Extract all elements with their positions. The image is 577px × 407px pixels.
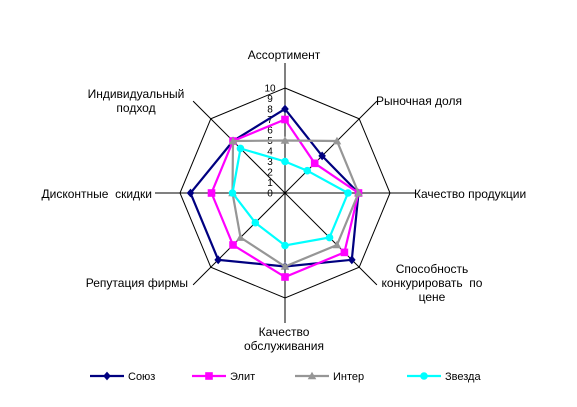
radar-tick-label: 1 xyxy=(267,178,273,189)
radar-tick-label: 4 xyxy=(267,147,273,158)
series-marker xyxy=(205,372,213,380)
series-line xyxy=(231,147,350,247)
axis-label-line: Репутация фирмы xyxy=(86,276,188,290)
series-marker xyxy=(344,189,352,197)
axis-label-line: цене xyxy=(419,290,446,304)
radar-tick-label: 9 xyxy=(267,94,273,105)
axis-label-1: Ассортимент xyxy=(248,48,321,62)
axis-label-2: Рыночная доля xyxy=(376,94,462,108)
axis-label-line: Рыночная доля xyxy=(376,94,462,108)
radar-tick-label: 7 xyxy=(267,115,273,126)
legend-item-1: Союз xyxy=(90,371,155,383)
axis-label-line: Ассортимент xyxy=(248,48,321,62)
series-marker xyxy=(281,241,289,250)
series-marker xyxy=(420,372,428,380)
axis-label-3: Качество продукции xyxy=(414,187,526,201)
series-marker xyxy=(228,189,237,197)
series-marker xyxy=(307,371,317,380)
series-marker xyxy=(281,104,289,114)
series-marker xyxy=(354,188,363,197)
series-marker xyxy=(280,262,290,270)
axis-label-line: Способность xyxy=(396,262,469,276)
series-marker xyxy=(251,218,260,227)
axis-label-line: Дисконтные скидки xyxy=(41,187,152,201)
radar-tick-label: 10 xyxy=(264,84,276,95)
legend-label: Союз xyxy=(128,371,155,383)
series-marker xyxy=(228,136,238,145)
series-3 xyxy=(228,136,363,270)
series-marker xyxy=(280,136,290,144)
series-marker xyxy=(229,241,237,249)
radar-series xyxy=(186,104,363,281)
series-marker xyxy=(214,255,222,265)
series-marker xyxy=(325,233,334,242)
series-marker xyxy=(236,233,245,241)
series-marker xyxy=(318,151,326,161)
series-marker xyxy=(186,188,195,198)
axis-label-line: Индивидуальный xyxy=(88,87,185,101)
series-marker xyxy=(281,115,289,124)
axis-label-line: конкурировать по xyxy=(382,276,483,290)
axis-label-6: Репутация фирмы xyxy=(86,276,188,290)
axis-label-line: Качество продукции xyxy=(414,187,526,201)
axis-label-line: Качество xyxy=(259,325,310,339)
series-marker xyxy=(207,189,216,197)
chart-legend: Союз Элит Интер Звезда xyxy=(90,371,481,383)
radar-axis-2 xyxy=(284,100,378,194)
axis-label-7: Дисконтные скидки xyxy=(41,187,152,201)
legend-item-4: Звезда xyxy=(407,371,481,383)
series-marker xyxy=(281,273,289,281)
series-marker xyxy=(310,159,319,168)
series-marker xyxy=(332,136,342,145)
series-marker xyxy=(281,157,289,166)
legend-label: Интер xyxy=(333,371,364,383)
series-marker xyxy=(340,248,349,257)
radar-tick-label: 0 xyxy=(267,189,273,200)
series-marker xyxy=(303,166,312,175)
axis-label-line: подход xyxy=(116,101,155,115)
series-marker xyxy=(348,255,356,265)
axis-label-line: обслуживания xyxy=(244,339,324,353)
legend-item-3: Интер xyxy=(295,371,364,383)
radar-tick-label: 6 xyxy=(267,126,273,137)
series-line xyxy=(189,107,360,268)
series-marker xyxy=(332,240,342,249)
series-marker xyxy=(103,371,111,381)
radar-tick-label: 8 xyxy=(267,105,273,116)
legend-label: Элит xyxy=(230,371,255,383)
radar-tick-label: 2 xyxy=(267,168,273,179)
radar-tick-label: 3 xyxy=(267,157,273,168)
legend-item-2: Элит xyxy=(192,371,255,383)
series-4 xyxy=(228,144,352,250)
legend-label: Звезда xyxy=(445,371,481,383)
series-marker xyxy=(236,144,245,153)
